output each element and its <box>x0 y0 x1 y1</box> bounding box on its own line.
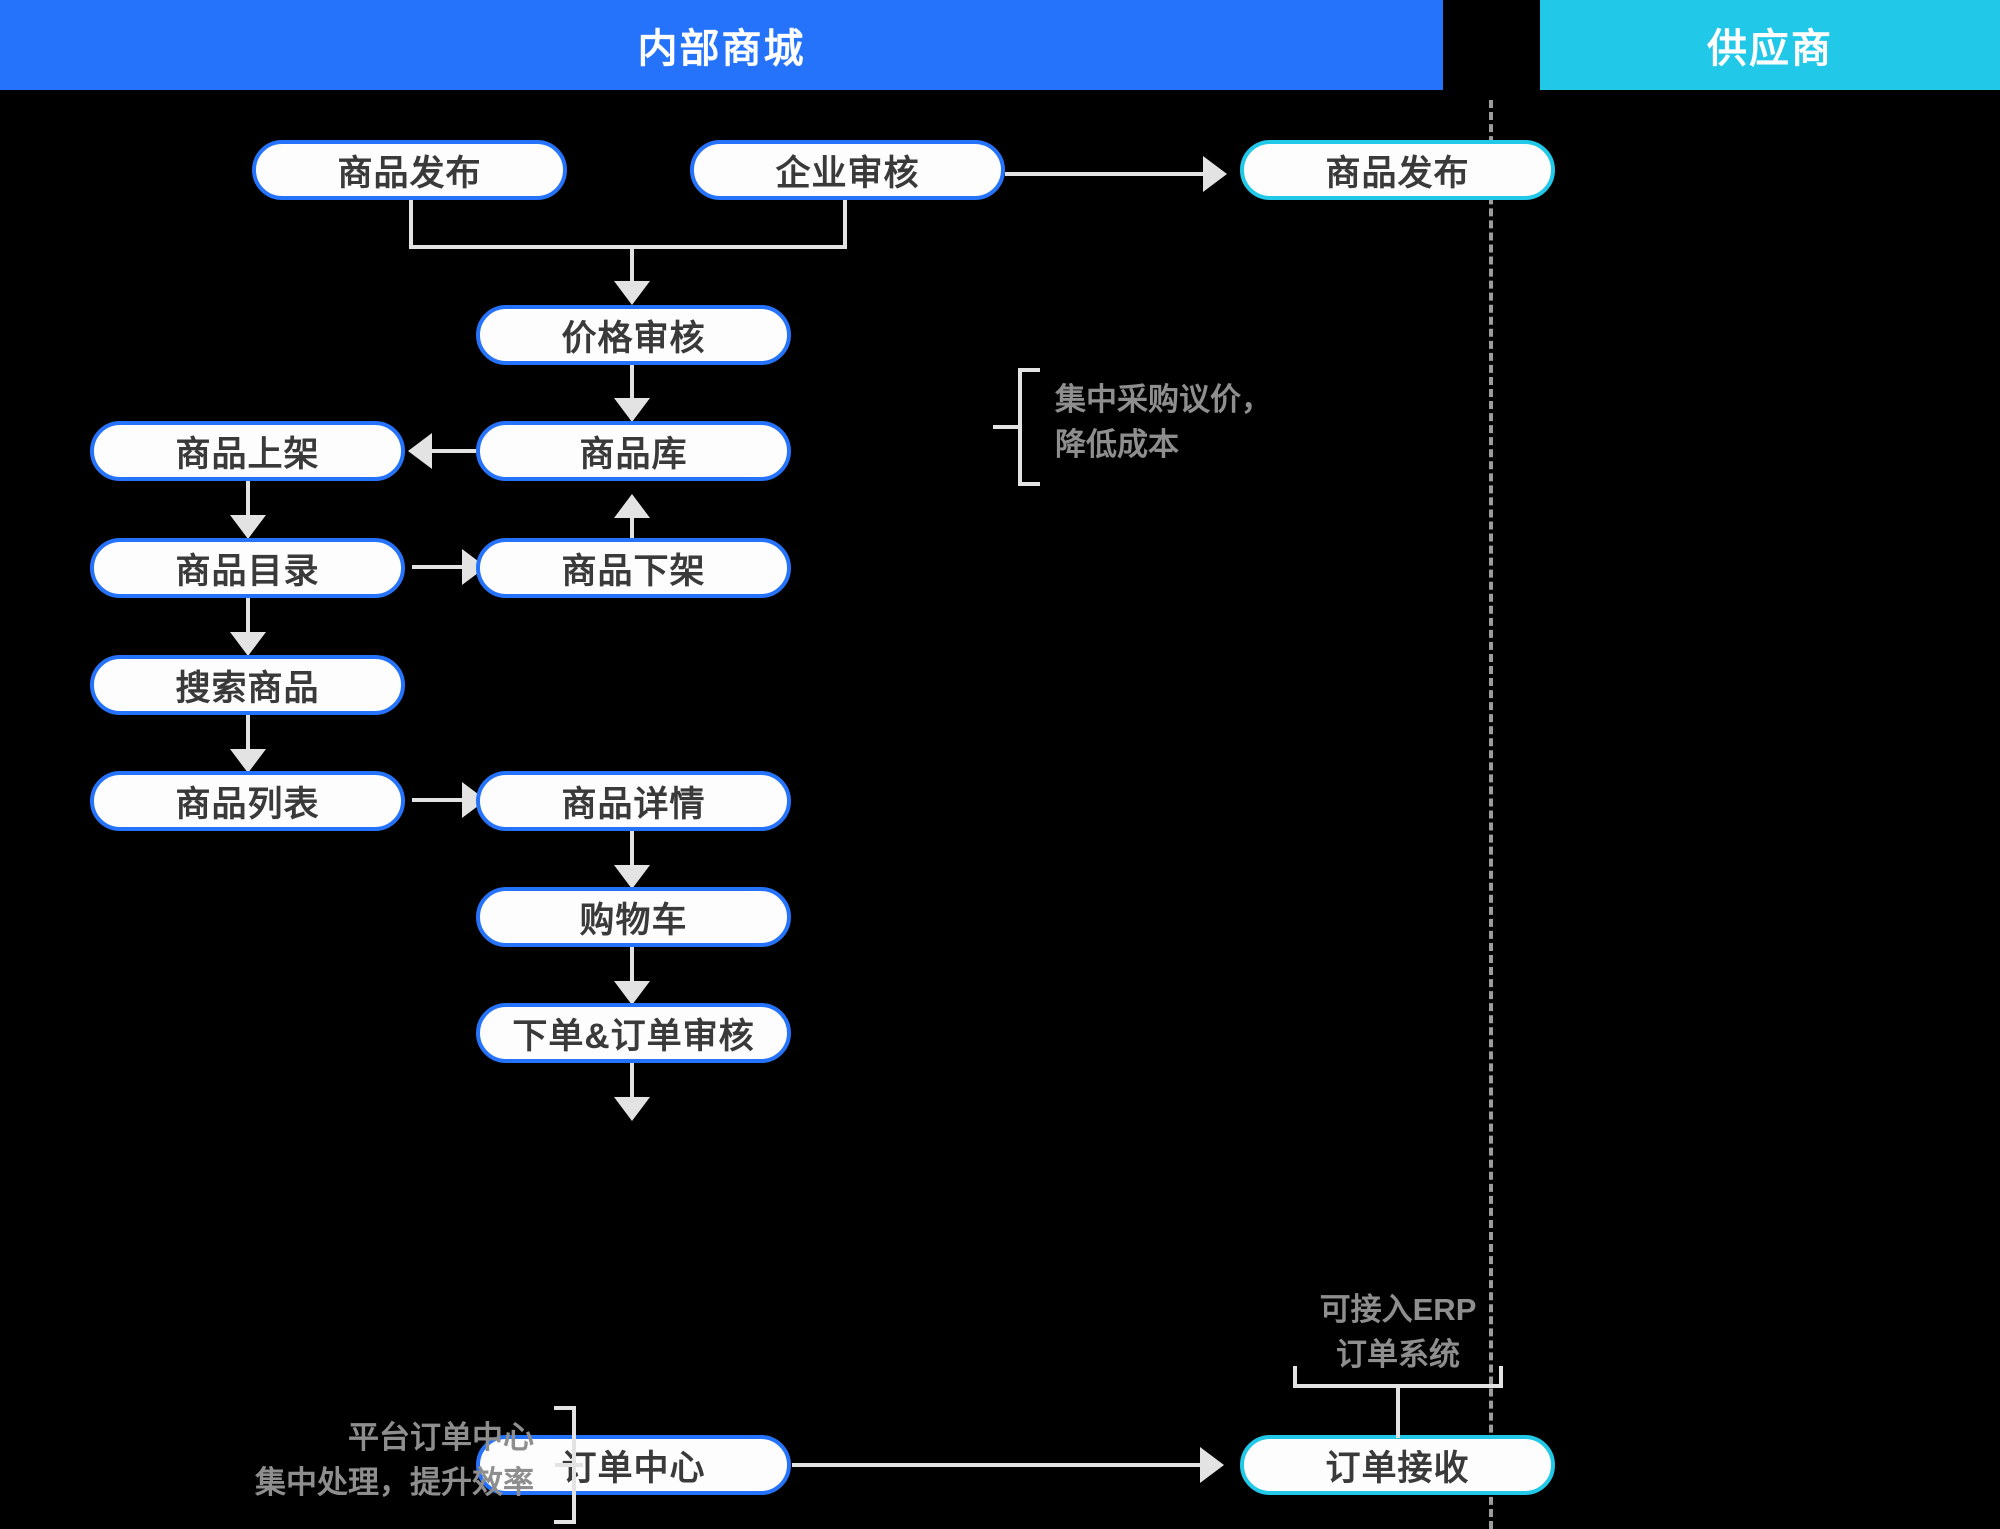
node-product-library[interactable]: 商品库 <box>476 421 791 481</box>
node-product-library-label: 商品库 <box>579 434 688 474</box>
node-product-catalog-label: 商品目录 <box>175 551 320 591</box>
connector-off-to-library <box>630 518 634 545</box>
node-product-listing-on-label: 商品上架 <box>175 434 320 474</box>
connector-catalog-to-search <box>246 596 250 640</box>
node-product-list-label: 商品列表 <box>175 784 320 824</box>
connector-erp-note-tick <box>1396 1386 1400 1438</box>
arrow-into-library-from-off <box>614 494 650 518</box>
node-product-listing-off-label: 商品下架 <box>561 551 706 591</box>
arrow-into-order-center <box>614 1097 650 1121</box>
node-product-listing-on[interactable]: 商品上架 <box>90 421 405 481</box>
node-product-publish-label: 商品发布 <box>337 153 482 193</box>
arrow-into-listing-on <box>408 433 432 469</box>
connector-library-to-on <box>430 449 480 453</box>
node-product-list[interactable]: 商品列表 <box>90 771 405 831</box>
annotation-price-review: 集中采购议价， 降低成本 <box>1055 382 1272 462</box>
swimlane-divider <box>1489 100 1493 1529</box>
connector-order-to-center <box>630 1061 634 1107</box>
arrow-into-place-order <box>614 981 650 1005</box>
arrow-into-library <box>614 398 650 422</box>
node-order-center[interactable]: 订单中心 <box>476 1435 791 1495</box>
node-order-center-label: 订单中心 <box>561 1448 706 1488</box>
arrow-into-order-receive <box>1200 1447 1224 1483</box>
connector-publish-down <box>409 197 413 245</box>
connector-search-to-list <box>246 713 250 757</box>
connector-detail-to-cart <box>630 829 634 873</box>
lane-header-internal-label: 内部商城 <box>637 27 806 71</box>
node-search-product[interactable]: 搜索商品 <box>90 655 405 715</box>
lane-header-internal: 内部商城 <box>0 0 1443 90</box>
connector-on-to-catalog <box>246 479 250 523</box>
bracket-price-review-note <box>1018 368 1040 486</box>
node-shopping-cart[interactable]: 购物车 <box>476 887 791 947</box>
arrow-into-price-review <box>614 281 650 305</box>
node-place-order-review-label: 下单&订单审核 <box>512 1016 755 1056</box>
node-enterprise-review[interactable]: 企业审核 <box>690 140 1005 200</box>
lane-header-supplier: 供应商 <box>1540 0 2000 90</box>
node-product-detail[interactable]: 商品详情 <box>476 771 791 831</box>
connector-catalog-to-off <box>412 565 464 569</box>
connector-enterprise-to-supplier <box>1005 172 1205 176</box>
connector-price-review-note-tick <box>993 425 1021 429</box>
annotation-order-center: 平台订单中心 集中处理，提升效率 <box>255 1420 534 1500</box>
connector-price-to-library <box>630 362 634 407</box>
node-product-detail-label: 商品详情 <box>561 784 706 824</box>
annotation-erp: 可接入ERP 订单系统 <box>1319 1292 1477 1372</box>
node-supplier-order-receive[interactable]: 订单接收 <box>1240 1435 1555 1495</box>
arrow-into-supplier-publish <box>1203 156 1227 192</box>
node-price-review[interactable]: 价格审核 <box>476 305 791 365</box>
node-product-listing-off[interactable]: 商品下架 <box>476 538 791 598</box>
connector-center-to-receive <box>792 1463 1202 1467</box>
node-shopping-cart-label: 购物车 <box>579 900 688 940</box>
node-supplier-order-receive-label: 订单接收 <box>1325 1448 1470 1488</box>
lane-header-supplier-label: 供应商 <box>1707 27 1833 71</box>
node-supplier-product-publish-label: 商品发布 <box>1325 153 1470 193</box>
connector-merge-bar <box>409 245 847 249</box>
connector-merge-down <box>630 245 634 293</box>
node-search-product-label: 搜索商品 <box>175 668 320 708</box>
arrow-into-cart <box>614 865 650 889</box>
node-product-publish[interactable]: 商品发布 <box>252 140 567 200</box>
arrow-into-search <box>230 632 266 656</box>
connector-list-to-detail <box>412 798 464 802</box>
arrow-into-list <box>230 749 266 773</box>
connector-order-center-note-tick <box>555 1463 583 1467</box>
node-product-catalog[interactable]: 商品目录 <box>90 538 405 598</box>
node-price-review-label: 价格审核 <box>561 318 706 358</box>
node-place-order-review[interactable]: 下单&订单审核 <box>476 1003 791 1063</box>
node-enterprise-review-label: 企业审核 <box>775 153 920 193</box>
arrow-into-catalog <box>230 515 266 539</box>
connector-enterprise-down <box>843 197 847 245</box>
node-supplier-product-publish[interactable]: 商品发布 <box>1240 140 1555 200</box>
connector-cart-to-order <box>630 945 634 989</box>
